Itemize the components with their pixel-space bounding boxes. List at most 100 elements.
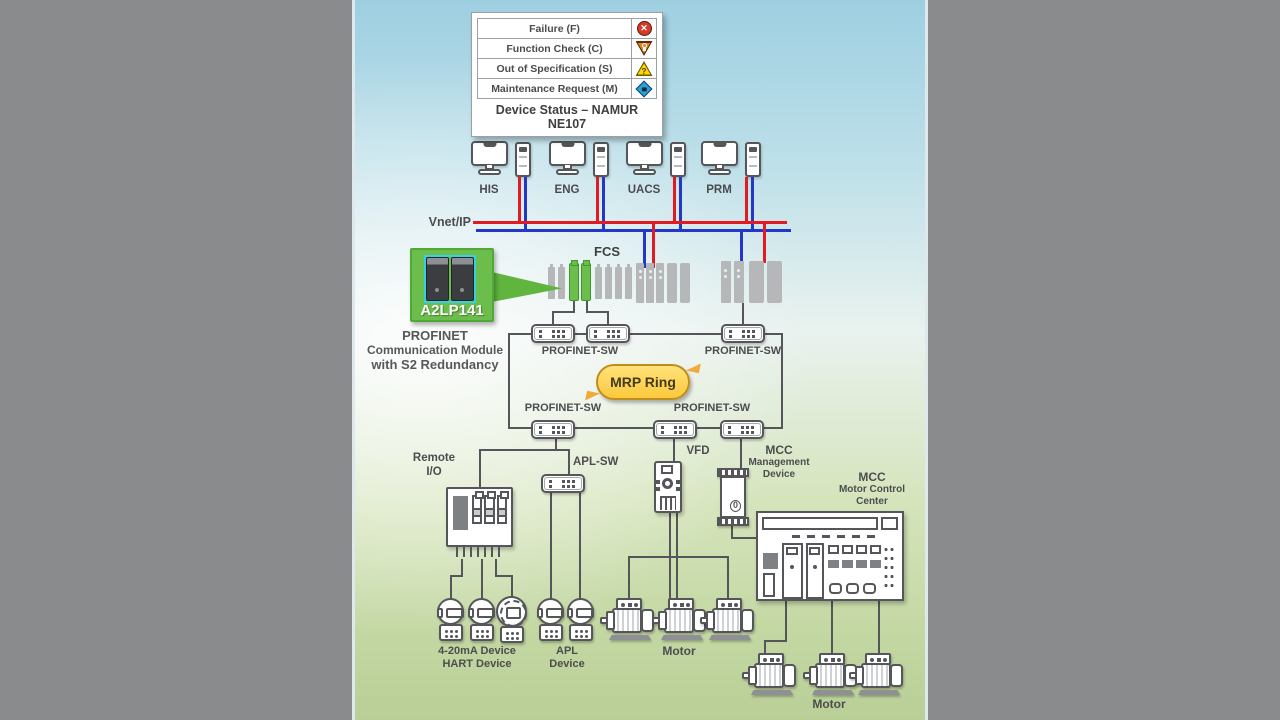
mcc-cabinet-icon (756, 511, 904, 601)
wire-segment (785, 601, 787, 642)
vnet-ip-label: Vnet/IP (428, 215, 471, 229)
module-desc-line3: with S2 Redundancy (371, 357, 499, 373)
remote-io-label: Remote I/O (412, 452, 456, 478)
terminal-pins (717, 517, 749, 526)
monitor-base (708, 169, 731, 175)
a2lp141-callout: A2LP141 (410, 248, 494, 322)
motor-label: Motor (812, 697, 846, 711)
wire-segment (586, 311, 609, 313)
wire-segment (831, 601, 833, 655)
wire-segment (740, 439, 742, 469)
wire-segment (764, 640, 787, 642)
module-desc-line2: Communication Module (367, 343, 503, 358)
wire-blue (679, 177, 682, 232)
wire-segment (495, 575, 513, 577)
module-photo (424, 255, 476, 303)
motor-label: Motor (662, 644, 696, 658)
function-check-triangle-icon (636, 41, 653, 56)
apl-sw-label: APL-SW (573, 456, 619, 468)
device-status-legend: Failure (F) Function Check (C) Out of Sp… (471, 12, 663, 137)
vnet-red-bus (473, 221, 787, 224)
wire-segment (495, 559, 497, 577)
wire-segment (742, 303, 744, 326)
analog-device-label: 4-20mA Device HART Device (438, 645, 516, 670)
station-uacs: UACS (624, 141, 690, 201)
pc-tower-icon (515, 142, 531, 177)
profinet-switch-icon (720, 420, 764, 439)
station-label: HIS (479, 184, 499, 196)
legend-row-failure: Failure (F) (477, 18, 657, 39)
wire-blue (524, 177, 527, 232)
station-label: UACS (627, 184, 661, 196)
pc-tower-icon (670, 142, 686, 177)
transmitter-icon (466, 598, 498, 643)
transmitter-icon (435, 598, 467, 643)
station-label: PRM (706, 184, 732, 196)
station-prm: PRM (699, 141, 765, 201)
motor-icon (849, 653, 904, 695)
station-eng: ENG (547, 141, 613, 201)
wire-segment (450, 575, 452, 601)
vent-slots (792, 535, 878, 538)
mrp-ring-badge: MRP Ring (585, 360, 701, 404)
profinet-switch-icon (586, 324, 630, 343)
ring-badge-pill (596, 364, 690, 400)
motor-icon (742, 653, 797, 695)
pc-tower-icon (593, 142, 609, 177)
legend-label: Maintenance Request (M) (491, 82, 618, 95)
wire-red (745, 177, 748, 224)
fcs-label: FCS (594, 244, 620, 259)
wire-segment (731, 537, 757, 539)
cabinet-door (806, 543, 824, 599)
cabinet-door (782, 543, 803, 599)
transmitter-icon (565, 598, 597, 643)
monitor-base (633, 169, 656, 175)
profinet-switch-icon (653, 420, 697, 439)
pc-tower-icon (745, 142, 761, 177)
wire-red (518, 177, 521, 224)
profinet-sw-label: PROFINET-SW (524, 402, 602, 414)
fcs-psu-modules (667, 263, 693, 303)
wire-red (652, 224, 655, 268)
monitor-base (478, 169, 501, 175)
motor-icon (700, 598, 755, 640)
wire-segment (461, 559, 463, 577)
failure-circle-icon (636, 21, 652, 36)
legend-row-maintenance: Maintenance Request (M) (477, 78, 657, 99)
wire-segment (511, 575, 513, 601)
mcc-management-device-icon (717, 468, 749, 526)
mrp-ring-path (508, 333, 783, 429)
maintenance-diamond-icon (635, 80, 653, 97)
wire-segment (568, 449, 570, 475)
wire-segment (573, 301, 575, 313)
fcs-comm-modules (721, 261, 747, 303)
monitor-icon (549, 141, 586, 166)
motor-icon (600, 598, 655, 640)
profinet-sw-label: PROFINET-SW (541, 345, 619, 357)
a2lp141-modules (569, 260, 593, 301)
apl-switch-icon (541, 474, 585, 493)
wire-red (673, 177, 676, 224)
apl-device-label: APL Device (549, 645, 585, 670)
monitor-icon (626, 141, 663, 166)
diagram-canvas: Failure (F) Function Check (C) Out of Sp… (352, 0, 928, 720)
profinet-module-icon (569, 260, 579, 301)
monitor-base (556, 169, 579, 175)
round-transmitter-icon (496, 596, 528, 643)
profinet-sw-label: PROFINET-SW (704, 345, 782, 357)
module-description: PROFINET Communication Module with S2 Re… (359, 328, 511, 373)
transmitter-icon (535, 598, 567, 643)
mcc-label: MCC Motor Control Center (838, 470, 906, 507)
mrp-ring-label: MRP Ring (610, 374, 676, 390)
out-of-spec-triangle-icon: ? (636, 61, 653, 76)
wire-segment (450, 575, 463, 577)
wire-segment (628, 556, 630, 600)
wire-red (763, 224, 766, 263)
wire-blue (751, 177, 754, 232)
legend-caption: Device Status – NAMUR NE107 (495, 103, 639, 131)
wire-segment (878, 601, 880, 655)
legend-row-out-of-spec: Out of Specification (S) ? (477, 58, 657, 79)
wire-segment (555, 439, 557, 451)
vfd-label: VFD (686, 445, 710, 457)
legend-label: Out of Specification (S) (496, 62, 613, 75)
